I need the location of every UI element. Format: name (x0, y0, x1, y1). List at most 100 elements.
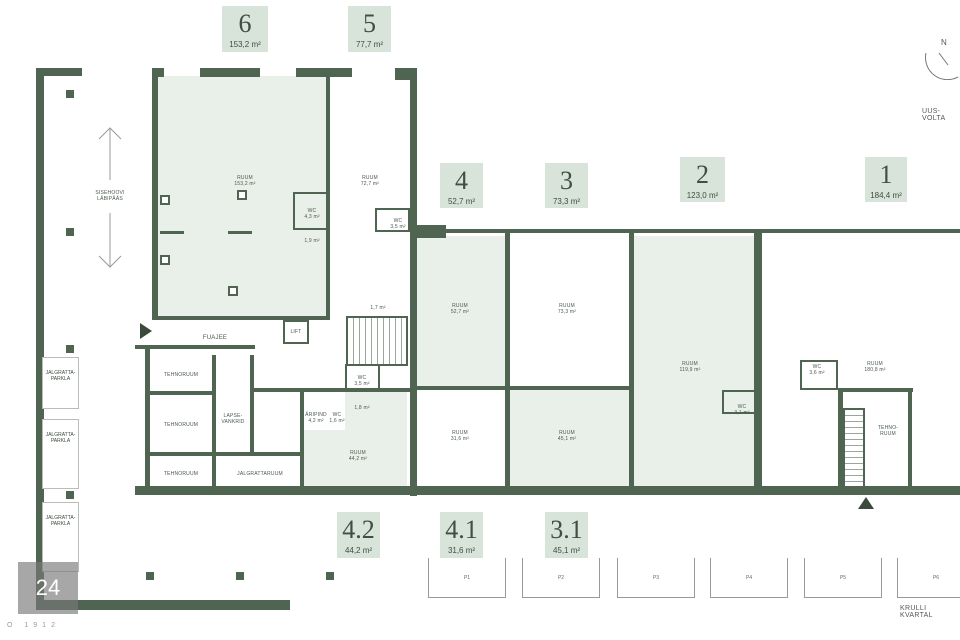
room-name: JALGRATTARUUM (237, 471, 283, 477)
parking-space-p1[interactable]: P1 (428, 558, 506, 598)
column (66, 90, 74, 98)
room-name: RUUM (682, 361, 698, 367)
tehno-left-wall (145, 345, 150, 490)
room-area: 3,6 m² (809, 370, 825, 376)
room-label-lapsevankrid: LAPSE- VANKRID (216, 413, 250, 425)
unit-number: 4 (455, 166, 468, 195)
unit-area: 45,1 m² (552, 546, 581, 555)
beam (228, 231, 252, 234)
wall-6-bottom (152, 316, 330, 320)
room-area: 1,6 m² (329, 418, 345, 424)
room-name: SISEHOOVI LÄBIPÄÄS (95, 190, 125, 202)
unit-area: 73,3 m² (552, 197, 581, 206)
room-area: 52,7 m² (450, 309, 470, 315)
tehno-divider-2 (145, 452, 300, 456)
wc-1 (800, 360, 838, 390)
room-area: 45,1 m² (557, 436, 577, 442)
unit-number: 3 (560, 166, 573, 195)
unit1-tech-right (908, 388, 912, 488)
room-name: WC (737, 404, 747, 410)
lift-shaft (283, 320, 309, 344)
bike-parking-2[interactable]: JALGRATTA- PARKLA (42, 419, 79, 489)
room-area: 3,5 m² (354, 381, 370, 387)
unit-area: 44,2 m² (344, 546, 373, 555)
street-label-krulli-kvartal: KRULLI KVARTAL (900, 605, 933, 619)
bike-parking-1[interactable]: JALGRATTA- PARKLA (42, 357, 79, 409)
room-area: 4,3 m² (304, 214, 320, 220)
pillar (160, 255, 170, 265)
wall-2-1 (754, 232, 762, 494)
units-top-pillar (412, 225, 446, 238)
room-area: 1,9 m² (304, 238, 320, 244)
beam (160, 231, 184, 234)
wall-3-2 (629, 232, 634, 494)
room-label-4-2-small: 1,8 m² (350, 405, 374, 411)
room-name: RUUM (867, 361, 883, 367)
unit-number: 2 (696, 160, 709, 189)
parking-space-p4[interactable]: P4 (710, 558, 788, 598)
room-name: RUUM (559, 430, 575, 436)
fuajee-wall (135, 345, 255, 349)
parking-space-p6[interactable]: P6 (897, 558, 960, 598)
room-label-stair-small: 1,7 m² (366, 305, 390, 311)
top-wall-6c (296, 68, 352, 77)
room-label-lift: LIFT (284, 329, 308, 335)
unit-area: 31,6 m² (447, 546, 476, 555)
top-wall-6b (200, 68, 260, 77)
unit-3-badge[interactable]: 3 73,3 m² (545, 163, 588, 208)
parking-space-p2[interactable]: P2 (522, 558, 600, 598)
column (146, 572, 154, 580)
room-area: 1,7 m² (370, 305, 386, 311)
wc-2 (722, 390, 756, 414)
wall-5-right (410, 76, 417, 496)
room-area: 1,8 m² (354, 405, 370, 411)
room-name: LAPSE- VANKRID (221, 413, 245, 425)
column (66, 228, 74, 236)
room-area: 4,2 m² (308, 418, 324, 424)
unit-4-2-room-upper[interactable] (345, 388, 407, 432)
tehno-divider-1 (145, 391, 215, 395)
unit-number: 6 (238, 9, 252, 38)
unit1-stair-wall (838, 390, 843, 490)
compass-icon (925, 52, 959, 80)
r42-top-wall (254, 388, 414, 392)
unit-2-room[interactable] (634, 236, 756, 488)
pillar (237, 190, 247, 200)
bike-parking-3[interactable]: JALGRATTA- PARKLA (42, 502, 79, 572)
room-area: 73,3 m² (557, 309, 577, 315)
room-label-tehnoruum-3: TEHNORUUM (152, 471, 210, 477)
unit-4-room[interactable] (416, 236, 508, 388)
column (326, 572, 334, 580)
unit-number: 1 (879, 160, 893, 189)
wall-6-right (326, 76, 330, 320)
wc-5 (375, 208, 410, 232)
room-label-6-small: 1,9 m² (298, 238, 326, 244)
parking-space-p3[interactable]: P3 (617, 558, 695, 598)
compass-north: N (941, 38, 948, 47)
unit-area: 184,4 m² (870, 191, 902, 200)
room-name: RUUM (452, 430, 468, 436)
unit-1-badge[interactable]: 1 184,4 m² (865, 157, 907, 202)
parking-space-p5[interactable]: P5 (804, 558, 882, 598)
unit-3-1-room[interactable] (510, 390, 630, 488)
r42-left-wall (300, 390, 304, 490)
room-name: WC (812, 364, 822, 370)
tehno-right-wall (212, 355, 216, 490)
unit-4-2-room[interactable] (303, 430, 407, 488)
lapse-right-wall (250, 355, 254, 455)
